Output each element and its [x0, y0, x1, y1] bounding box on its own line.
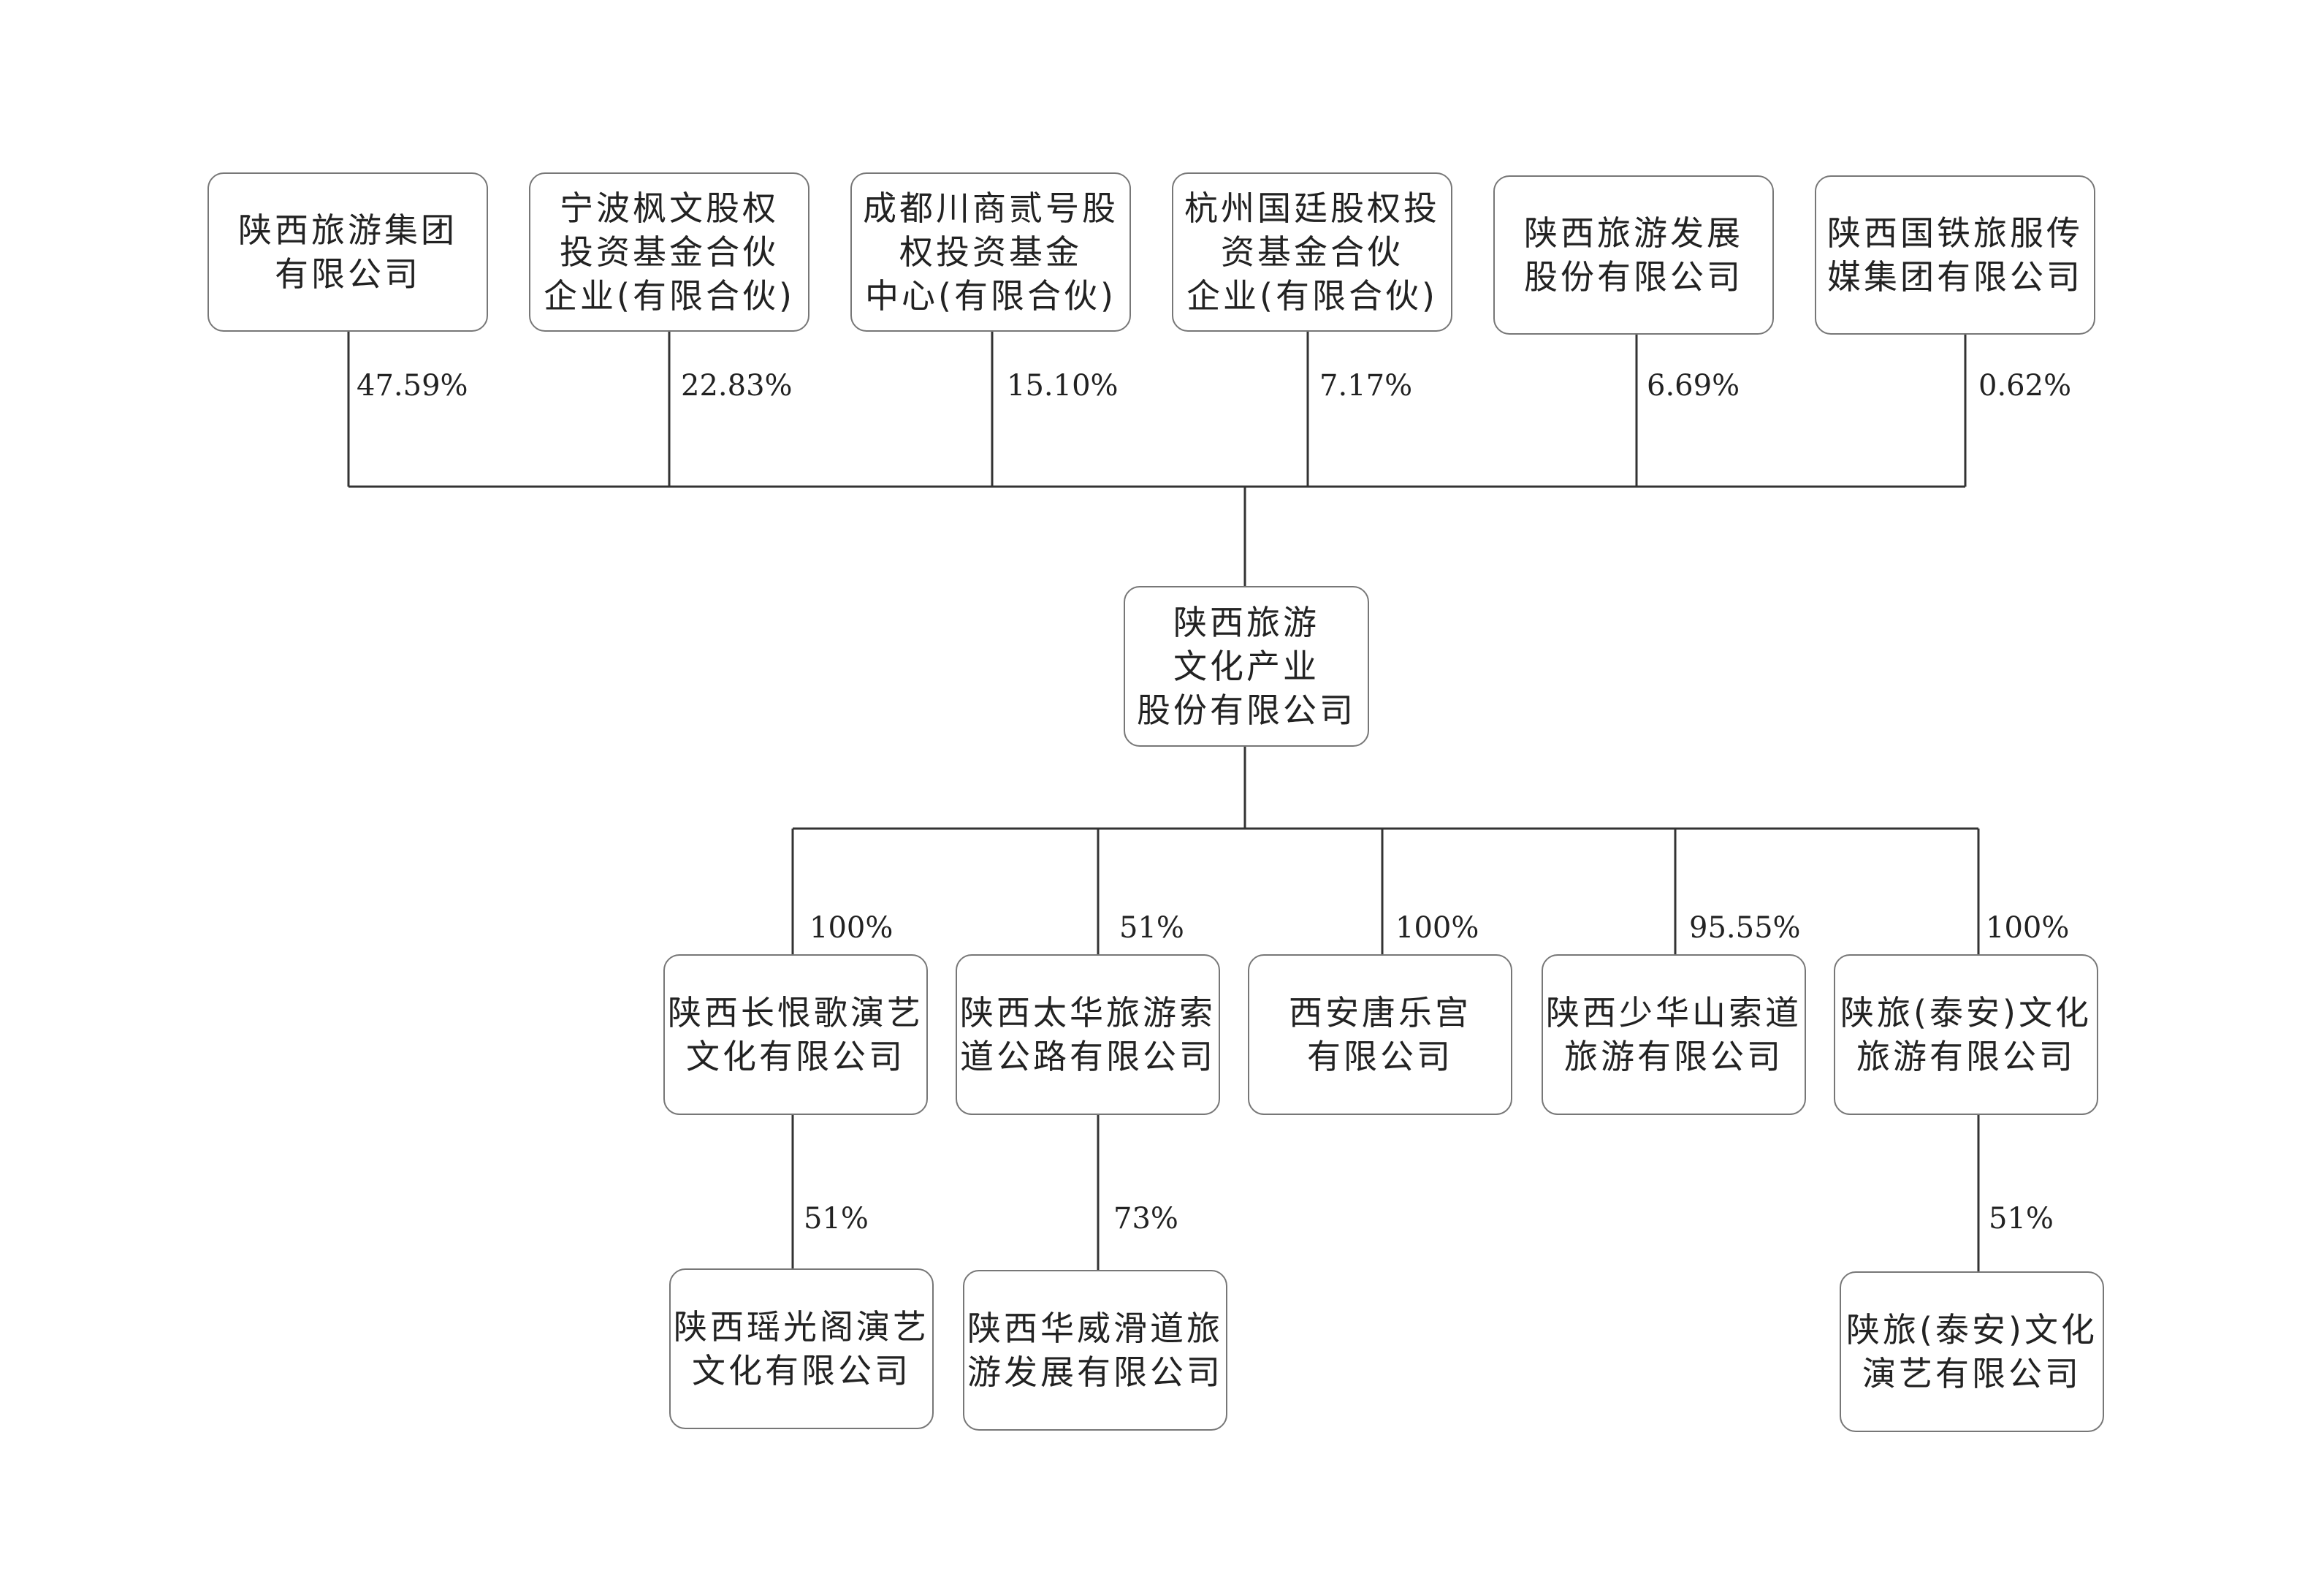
box-line: 陕西旅游发展	[1524, 213, 1743, 253]
box-line: 企业(有限合伙)	[1186, 276, 1438, 316]
subsidiary-box-5: 陕旅(泰安)文化 旅游有限公司	[1834, 954, 2098, 1115]
share-percent: 73%	[1113, 1202, 1178, 1236]
sub-subsidiary-box-1: 陕西瑶光阁演艺 文化有限公司	[669, 1268, 934, 1429]
share-percent: 100%	[1986, 911, 2070, 945]
box-line: 企业(有限合伙)	[544, 276, 795, 316]
share-percent: 51%	[1989, 1202, 2054, 1236]
box-line: 陕西旅游	[1173, 603, 1319, 642]
share-percent: 47.59%	[357, 369, 468, 403]
subsidiary-box-4: 陕西少华山索道 旅游有限公司	[1542, 954, 1806, 1115]
box-line: 宁波枫文股权	[560, 189, 779, 228]
box-line: 文化有限公司	[692, 1351, 911, 1390]
share-percent: 22.83%	[681, 369, 793, 403]
box-line: 有限公司	[275, 254, 421, 294]
box-line: 演艺有限公司	[1862, 1354, 2081, 1393]
box-line: 道公路有限公司	[960, 1037, 1216, 1076]
box-line: 游发展有限公司	[967, 1352, 1223, 1392]
box-line: 陕旅(泰安)文化	[1840, 993, 2092, 1032]
box-line: 文化有限公司	[686, 1037, 905, 1076]
share-percent: 6.69%	[1647, 369, 1740, 403]
shareholder-box-2: 宁波枫文股权 投资基金合伙 企业(有限合伙)	[529, 172, 809, 332]
shareholder-box-6: 陕西国铁旅服传 媒集团有限公司	[1815, 175, 2095, 335]
box-line: 投资基金合伙	[560, 232, 779, 272]
box-line: 中心(有限合伙)	[865, 276, 1116, 316]
box-line: 陕旅(泰安)文化	[1846, 1310, 2098, 1350]
share-percent: 0.62%	[1978, 369, 2072, 403]
box-line: 陕西华威滑道旅	[967, 1309, 1223, 1348]
box-line: 文化产业	[1173, 647, 1319, 686]
share-percent: 51%	[804, 1202, 869, 1236]
box-line: 股份有限公司	[1524, 257, 1743, 297]
company-box: 陕西旅游 文化产业 股份有限公司	[1124, 586, 1369, 747]
share-percent: 51%	[1119, 911, 1184, 945]
box-line: 陕西长恨歌演艺	[668, 993, 923, 1032]
box-line: 陕西国铁旅服传	[1827, 213, 2083, 253]
box-line: 西安唐乐宫	[1289, 993, 1471, 1032]
box-line: 陕西旅游集团	[238, 210, 457, 250]
box-line: 陕西瑶光阁演艺	[674, 1307, 929, 1347]
box-line: 股份有限公司	[1137, 690, 1356, 730]
share-percent: 100%	[809, 911, 894, 945]
subsidiary-box-3: 西安唐乐宫 有限公司	[1248, 954, 1512, 1115]
shareholder-box-5: 陕西旅游发展 股份有限公司	[1493, 175, 1774, 335]
shareholder-box-3: 成都川商贰号股 权投资基金 中心(有限合伙)	[850, 172, 1131, 332]
subsidiary-box-2: 陕西太华旅游索 道公路有限公司	[956, 954, 1220, 1115]
box-line: 权投资基金	[899, 232, 1082, 272]
sub-subsidiary-box-3: 陕旅(泰安)文化 演艺有限公司	[1840, 1271, 2104, 1432]
share-percent: 95.55%	[1689, 911, 1801, 945]
shareholder-box-1: 陕西旅游集团 有限公司	[207, 172, 488, 332]
box-line: 陕西少华山索道	[1546, 993, 1802, 1032]
sub-subsidiary-box-2: 陕西华威滑道旅 游发展有限公司	[963, 1270, 1227, 1431]
box-line: 媒集团有限公司	[1827, 257, 2083, 297]
box-line: 旅游有限公司	[1856, 1037, 2076, 1076]
box-line: 旅游有限公司	[1564, 1037, 1783, 1076]
share-percent: 100%	[1395, 911, 1479, 945]
box-line: 有限公司	[1307, 1037, 1453, 1076]
box-line: 陕西太华旅游索	[960, 993, 1216, 1032]
shareholder-box-4: 杭州国廷股权投 资基金合伙 企业(有限合伙)	[1172, 172, 1452, 332]
box-line: 资基金合伙	[1221, 232, 1403, 272]
share-percent: 15.10%	[1007, 369, 1119, 403]
box-line: 成都川商贰号股	[863, 189, 1119, 228]
box-line: 杭州国廷股权投	[1184, 189, 1440, 228]
share-percent: 7.17%	[1319, 369, 1413, 403]
subsidiary-box-1: 陕西长恨歌演艺 文化有限公司	[663, 954, 928, 1115]
